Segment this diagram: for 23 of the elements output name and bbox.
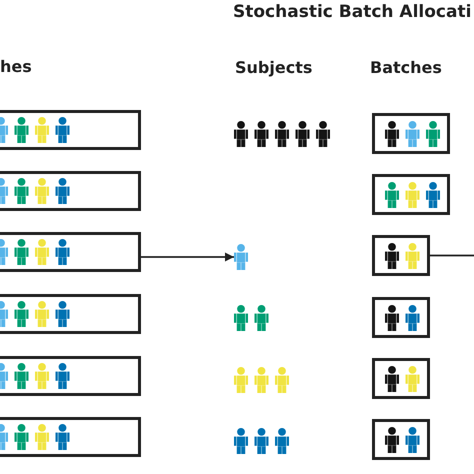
batch-frame: [0, 417, 141, 457]
column-heading: Subjects: [235, 59, 312, 78]
batch-frame: [372, 297, 430, 338]
panel-heading: hes: [0, 58, 32, 76]
column-heading: Batches: [370, 59, 442, 78]
people-icon: [234, 305, 268, 331]
people-icon: [234, 121, 330, 147]
title: Stochastic Batch Allocati: [233, 3, 472, 23]
batch-frame: [0, 356, 141, 396]
batch-frame: [372, 174, 450, 215]
batch-frame: [0, 294, 141, 334]
batch-frame: [372, 358, 430, 399]
batch-frame: [372, 235, 430, 276]
batch-frame: [0, 171, 141, 211]
people-icon: [234, 367, 289, 393]
people-icon: [234, 244, 248, 270]
batch-frame: [372, 113, 450, 154]
batch-frame: [372, 419, 430, 460]
arrow: [141, 252, 234, 262]
batch-frame: [0, 232, 141, 272]
connector-line: [430, 254, 474, 256]
batch-frame: [0, 110, 141, 150]
people-icon: [234, 428, 289, 454]
